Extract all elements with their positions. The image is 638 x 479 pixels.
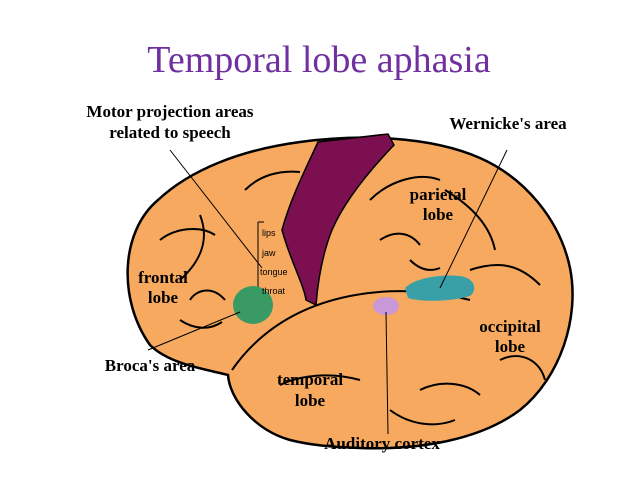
wernicke-label: Wernicke's area — [449, 114, 567, 133]
broca-area — [233, 286, 273, 324]
frontal-label-line2: lobe — [148, 288, 179, 307]
leader-lines — [147, 149, 508, 435]
motor-part-label: jaw — [261, 248, 276, 258]
brain-folds — [159, 170, 546, 426]
motor-part-label: throat — [262, 286, 286, 296]
parietal-label-line1: parietal — [410, 185, 467, 204]
temporal-label-line2: lobe — [295, 391, 326, 410]
brain-outline — [126, 136, 574, 450]
auditory-label: Auditory cortex — [324, 434, 440, 453]
motor-part-label: lips — [262, 228, 276, 238]
parietal-label-line2: lobe — [423, 205, 454, 224]
occipital-label-line1: occipital — [479, 317, 541, 336]
broca-label: Broca's area — [105, 356, 196, 375]
auditory-cortex — [373, 297, 399, 315]
frontal-label-line1: frontal — [138, 268, 188, 287]
motor-part-label: tongue — [260, 267, 288, 277]
occipital-label-line2: lobe — [495, 337, 526, 356]
wernicke-area — [405, 275, 475, 301]
page-title: Temporal lobe aphasia — [147, 39, 491, 81]
motor-label-line1: Motor projection areas — [86, 102, 254, 121]
motor-strip — [281, 133, 395, 307]
temporal-label-line1: temporal — [277, 370, 343, 389]
motor-label-line2: related to speech — [109, 123, 231, 142]
